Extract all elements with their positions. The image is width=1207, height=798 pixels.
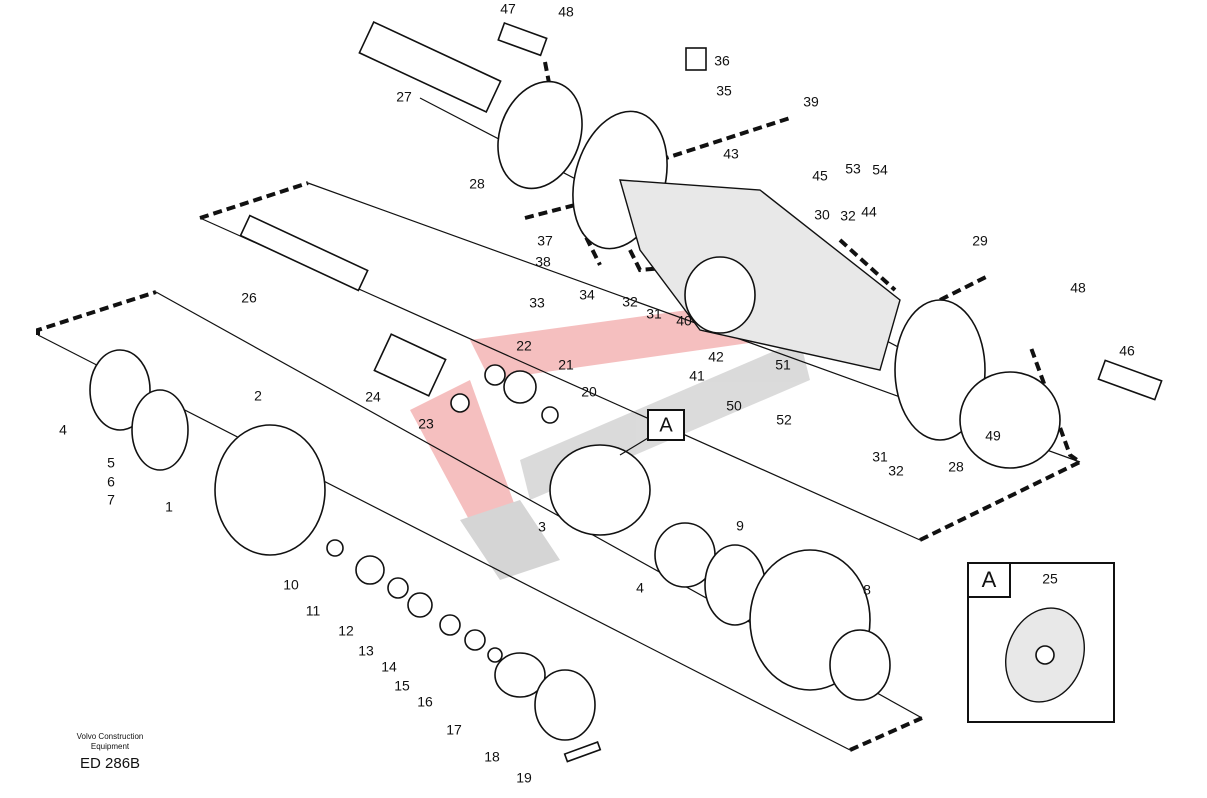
wheel-hub-1 — [214, 424, 326, 556]
callout-18: 33 — [529, 295, 545, 311]
callout-33: 23 — [418, 416, 434, 432]
axle-shaft-26 — [239, 214, 369, 292]
callout-32: 20 — [581, 384, 597, 400]
callout-14: 37 — [537, 233, 553, 249]
callout-5: 39 — [803, 94, 819, 110]
callout-54: 14 — [381, 659, 397, 675]
callout-37: 4 — [59, 422, 67, 438]
pin-47 — [497, 21, 548, 57]
callout-10: 28 — [469, 176, 485, 192]
lock-14 — [439, 614, 461, 636]
callout-30: 24 — [365, 389, 381, 405]
callout-34: 50 — [726, 398, 742, 414]
callout-48: 4 — [636, 580, 644, 596]
callout-19: 34 — [579, 287, 595, 303]
callout-55: 15 — [394, 678, 410, 694]
callout-17: 26 — [241, 290, 257, 306]
callout-2: 36 — [714, 53, 730, 69]
callout-46: 9 — [736, 518, 744, 534]
callout-35: 52 — [776, 412, 792, 428]
callout-43: 7 — [107, 492, 115, 508]
callout-7: 45 — [812, 168, 828, 184]
callout-51: 11 — [306, 603, 321, 619]
axle-shaft-27 — [358, 20, 502, 114]
callout-53: 13 — [358, 643, 374, 659]
sun-gear-24 — [373, 333, 447, 397]
callout-50: 10 — [283, 577, 299, 593]
callout-24: 22 — [516, 338, 532, 354]
callout-16: 38 — [535, 254, 551, 270]
callout-44: 1 — [165, 499, 173, 515]
callout-1: 48 — [558, 4, 574, 20]
spindle-3 — [549, 444, 651, 536]
retainer-22 — [484, 364, 506, 386]
callout-12: 32 — [840, 208, 856, 224]
callout-11: 30 — [814, 207, 830, 223]
callout-23: 40 — [676, 313, 692, 329]
lock-15 — [464, 629, 486, 651]
callout-57: 17 — [446, 722, 462, 738]
callout-0: 47 — [500, 1, 516, 17]
bearing-20 — [541, 406, 559, 424]
svg-text:A: A — [659, 414, 673, 436]
callout-39: 32 — [888, 463, 904, 479]
callout-22: 48 — [1070, 280, 1086, 296]
callout-29: 51 — [775, 357, 791, 373]
callout-9: 54 — [872, 162, 888, 178]
callout-59: 19 — [516, 770, 532, 786]
parts — [89, 20, 1163, 763]
callout-8: 53 — [845, 161, 861, 177]
planet-gear-21 — [503, 370, 537, 404]
callout-49: 25 — [1042, 571, 1058, 587]
o-ring-17 — [494, 652, 546, 698]
detail-inset-a: A — [967, 562, 1115, 723]
callout-26: 46 — [1119, 343, 1135, 359]
washer-10 — [326, 539, 344, 557]
callout-27: 21 — [558, 357, 574, 373]
cover-18 — [534, 669, 596, 741]
callout-45: 3 — [538, 519, 546, 535]
cap-36 — [685, 47, 707, 71]
callout-58: 18 — [484, 749, 500, 765]
callout-40: 28 — [948, 459, 964, 475]
callout-28: 41 — [689, 368, 705, 384]
publisher-label: Volvo Construction Equipment — [76, 732, 144, 751]
watermark-logo — [410, 300, 810, 580]
bolt-19 — [563, 741, 602, 763]
washer-12 — [387, 577, 409, 599]
callout-15: 29 — [972, 233, 988, 249]
washer-23 — [450, 393, 470, 413]
callout-38: 31 — [872, 449, 888, 465]
differential-flange-40 — [684, 256, 756, 334]
callout-21: 31 — [646, 306, 662, 322]
callout-3: 35 — [716, 83, 732, 99]
hub-bore — [829, 629, 891, 701]
callout-56: 16 — [417, 694, 433, 710]
svg-text:A: A — [982, 567, 997, 592]
axle-housing-30 — [619, 179, 901, 371]
bearing-13 — [407, 592, 433, 618]
callout-47: 8 — [863, 582, 871, 598]
o-ring-28-right — [959, 371, 1061, 469]
callout-31: 2 — [254, 388, 262, 404]
callout-20: 32 — [622, 294, 638, 310]
callout-25: 42 — [708, 349, 724, 365]
callout-41: 5 — [107, 455, 115, 471]
callout-13: 44 — [861, 204, 877, 220]
ring-16 — [487, 647, 503, 663]
callout-42: 6 — [107, 474, 115, 490]
nut-11 — [355, 555, 385, 585]
drawing-code: ED 286B — [80, 755, 141, 772]
callout-52: 12 — [338, 623, 354, 639]
detail-marker-a[interactable]: A — [619, 409, 685, 456]
callout-4: 27 — [396, 89, 412, 105]
seal-5 — [131, 389, 189, 471]
o-ring-28 — [497, 80, 583, 190]
callout-6: 43 — [723, 146, 739, 162]
pin-46 — [1097, 359, 1163, 401]
callout-36: 49 — [985, 428, 1001, 444]
